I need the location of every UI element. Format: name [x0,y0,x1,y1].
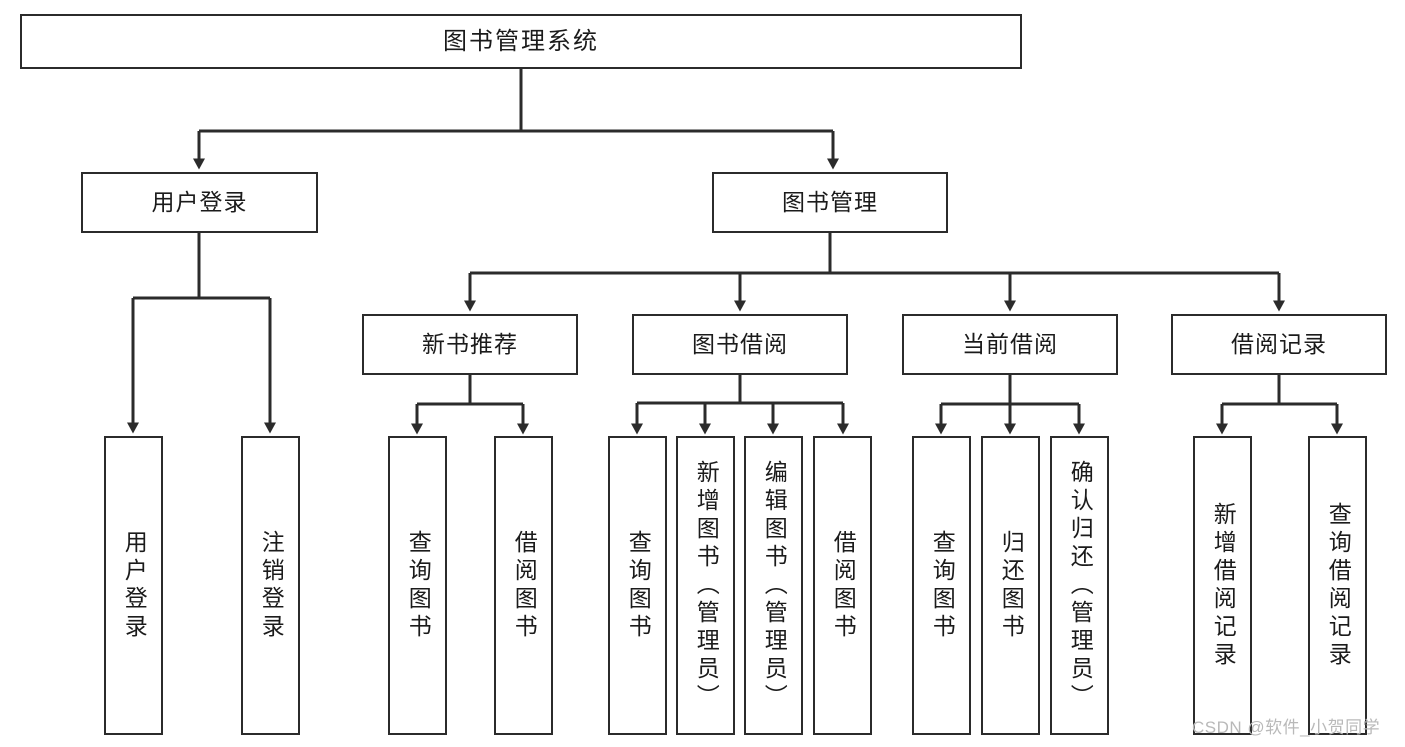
node-label: 查询图书 [405,529,432,642]
node-current-borrow[interactable]: 当前借阅 [902,314,1118,375]
node-label: 新增借阅记录 [1210,501,1237,670]
node-label: 用户登录 [121,529,148,642]
node-label: 借阅图书 [830,529,857,642]
leaf-user-login-login[interactable]: 用户登录 [104,436,163,735]
node-new-book-recommend[interactable]: 新书推荐 [362,314,578,375]
node-label: 确认归还（管理员） [1067,459,1094,712]
node-root-book-management-system[interactable]: 图书管理系统 [20,14,1022,69]
node-label: 查询借阅记录 [1325,501,1352,670]
leaf-book-borrow-query[interactable]: 查询图书 [608,436,667,735]
node-label: 借阅记录 [1231,331,1327,357]
node-user-login[interactable]: 用户登录 [81,172,318,233]
leaf-new-book-borrow[interactable]: 借阅图书 [494,436,553,735]
leaf-current-borrow-confirm-return[interactable]: 确认归还（管理员） [1050,436,1109,735]
node-label: 当前借阅 [962,331,1058,357]
leaf-book-borrow-add[interactable]: 新增图书（管理员） [676,436,735,735]
node-label: 编辑图书（管理员） [761,459,788,712]
leaf-book-borrow-edit[interactable]: 编辑图书（管理员） [744,436,803,735]
node-label: 新增图书（管理员） [693,459,720,712]
node-label: 查询图书 [625,529,652,642]
leaf-current-borrow-return[interactable]: 归还图书 [981,436,1040,735]
leaf-current-borrow-query[interactable]: 查询图书 [912,436,971,735]
node-label: 图书管理系统 [443,27,599,55]
node-label: 查询图书 [929,529,956,642]
node-book-management[interactable]: 图书管理 [712,172,948,233]
node-book-borrow[interactable]: 图书借阅 [632,314,848,375]
node-label: 图书管理 [782,189,878,215]
node-label: 归还图书 [998,529,1025,642]
node-label: 新书推荐 [422,331,518,357]
node-label: 借阅图书 [511,529,538,642]
node-label: 用户登录 [151,189,248,215]
leaf-user-login-logout[interactable]: 注销登录 [241,436,300,735]
node-label: 注销登录 [258,529,285,642]
leaf-borrow-record-add[interactable]: 新增借阅记录 [1193,436,1252,735]
leaf-book-borrow-borrow[interactable]: 借阅图书 [813,436,872,735]
leaf-borrow-record-query[interactable]: 查询借阅记录 [1308,436,1367,735]
node-label: 图书借阅 [692,331,788,357]
leaf-new-book-query[interactable]: 查询图书 [388,436,447,735]
node-borrow-record[interactable]: 借阅记录 [1171,314,1387,375]
